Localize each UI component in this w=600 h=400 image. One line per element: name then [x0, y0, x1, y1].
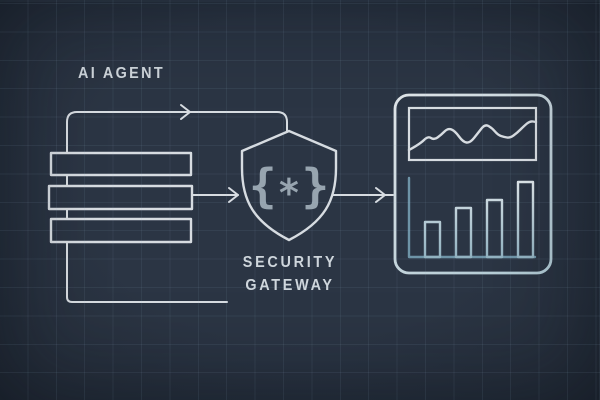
line-chart-wave	[407, 120, 538, 152]
agent-stack-layer-3	[49, 217, 193, 244]
gateway-label-line2: GATEWAY	[245, 277, 335, 294]
agent-label: AI AGENT	[78, 65, 165, 82]
agent-stack-layer-2	[47, 184, 194, 211]
line-chart-frame	[407, 106, 538, 162]
brace-open: {	[248, 159, 277, 213]
gateway-label: SECURITY GATEWAY	[217, 251, 363, 297]
agent-stack	[47, 151, 194, 244]
gateway-label-line1: SECURITY	[242, 254, 338, 271]
arrow-top-icon	[180, 104, 191, 120]
shield-icon	[240, 129, 338, 242]
brace-close: }	[301, 159, 330, 213]
bar-chart-bar	[423, 220, 442, 259]
code-asterisk-icon: { * }	[247, 155, 331, 217]
flow-line-bottom	[66, 241, 228, 303]
asterisk: *	[277, 171, 301, 215]
agent-stack-layer-1	[49, 151, 193, 177]
bar-chart	[423, 180, 535, 259]
flow-line-top	[66, 111, 288, 154]
bar-chart-bar	[454, 206, 473, 259]
arrow-agent-to-gateway-icon	[228, 187, 239, 203]
dashboard-frame	[393, 93, 553, 275]
bar-chart-bar	[485, 198, 504, 259]
dashboard-panel	[393, 93, 553, 275]
bar-chart-bar	[516, 180, 535, 259]
arrow-gateway-to-dashboard-icon	[375, 187, 386, 203]
